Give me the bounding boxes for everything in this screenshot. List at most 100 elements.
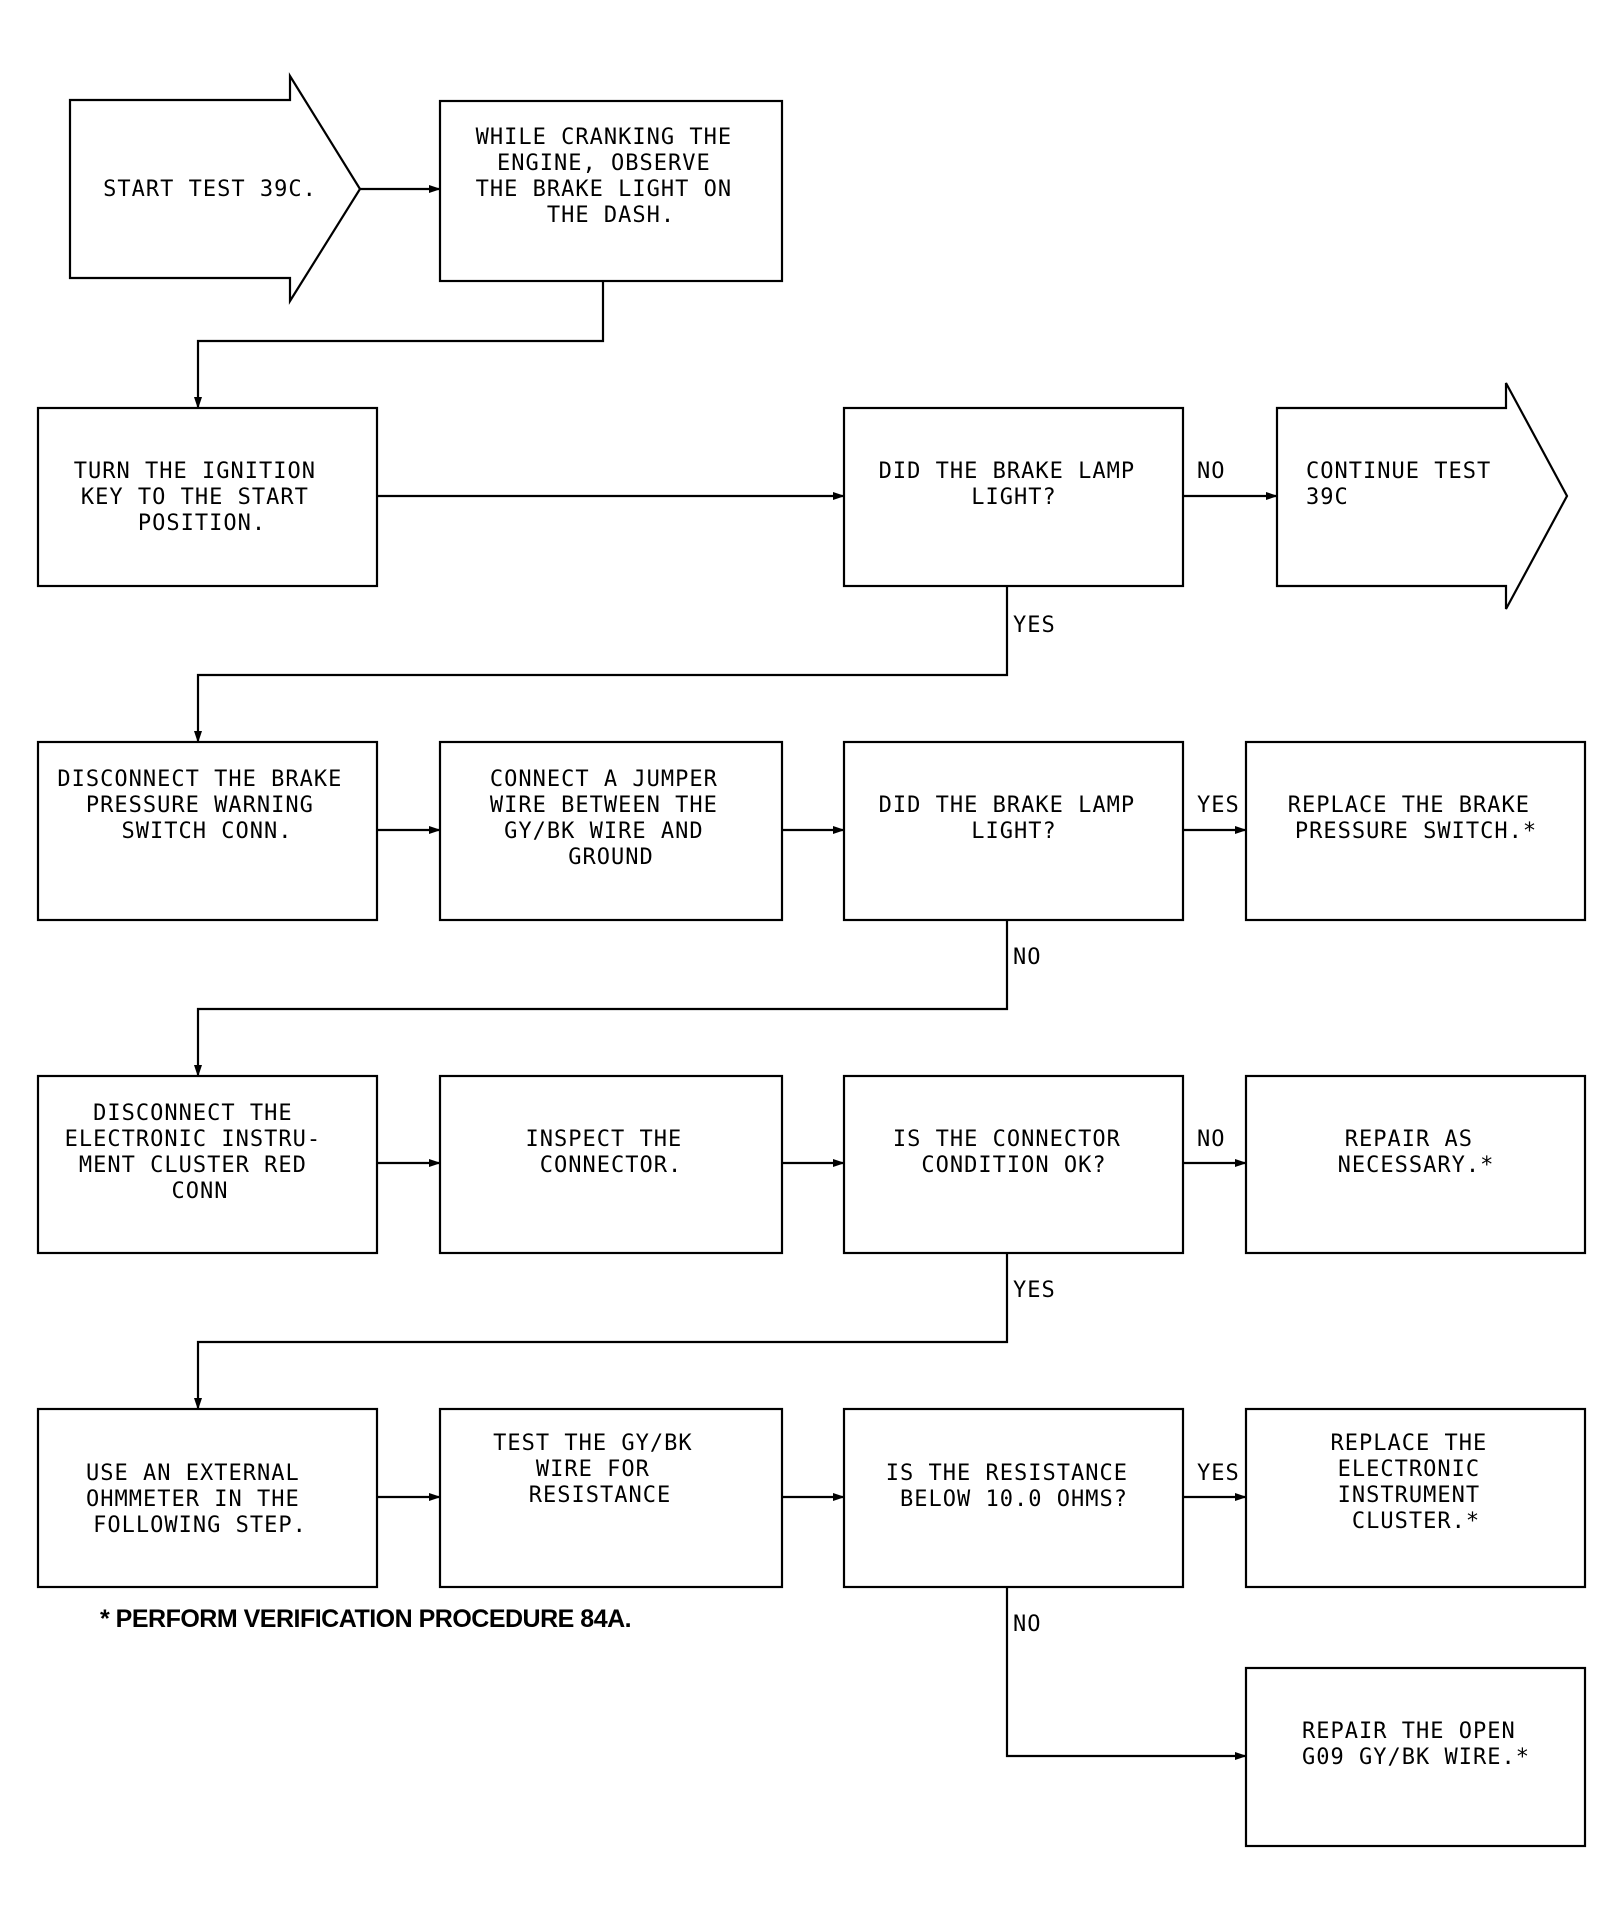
ohmmeter-text: USE AN EXTERNAL OHMMETER IN THE FOLLOWIN… <box>86 1461 314 1538</box>
node-line: THE BRAKE LIGHT ON <box>476 177 732 202</box>
inspect-box <box>438 1074 784 1255</box>
node-line: GY/BK WIRE AND <box>504 819 703 844</box>
node-line: FOLLOWING STEP. <box>93 1513 307 1538</box>
test-wire-text: TEST THE GY/BK WIRE FOR RESISTANCE <box>493 1431 707 1508</box>
ohmmeter-box <box>36 1407 379 1589</box>
node-line: IS THE RESISTANCE <box>886 1461 1128 1486</box>
crank-box <box>438 99 784 283</box>
node-line: ENGINE, OBSERVE <box>497 151 711 176</box>
edge-labels: NO YES YES NO NO YES YES NO <box>1013 459 1240 1637</box>
node-line: THE DASH. <box>547 203 675 228</box>
node-line: DID THE BRAKE LAMP <box>879 459 1135 484</box>
disconnect1-text: DISCONNECT THE BRAKE PRESSURE WARNING SW… <box>57 767 356 844</box>
edge-q3-yes <box>194 1253 1009 1410</box>
inspect-text: INSPECT THE CONNECTOR. <box>526 1127 697 1178</box>
label-q3-yes: YES <box>1013 1278 1056 1303</box>
node-line: G09 GY/BK WIRE.* <box>1302 1745 1530 1770</box>
node-line: ELECTRONIC <box>1338 1457 1480 1482</box>
disconnect1-box <box>36 740 379 922</box>
node-line: LIGHT? <box>971 819 1056 844</box>
replace-switch-box <box>1244 740 1587 922</box>
ignition-text: TURN THE IGNITION KEY TO THE START POSIT… <box>74 459 330 536</box>
node-line: CONN <box>172 1179 229 1204</box>
q1-box <box>842 406 1185 588</box>
node-line: WIRE BETWEEN THE <box>490 793 718 818</box>
node-line: CONTINUE TEST <box>1306 459 1491 484</box>
node-line: CONDITION OK? <box>921 1153 1106 1178</box>
node-line: REPAIR AS <box>1345 1127 1473 1152</box>
node-line: DID THE BRAKE LAMP <box>879 793 1135 818</box>
ignition-box <box>36 406 379 588</box>
q4-text: IS THE RESISTANCE BELOW 10.0 OHMS? <box>886 1461 1142 1512</box>
q1-text: DID THE BRAKE LAMP LIGHT? <box>879 459 1150 510</box>
label-q4-yes: YES <box>1197 1461 1240 1486</box>
repair-text: REPAIR AS NECESSARY.* <box>1338 1127 1495 1178</box>
node-line: IS THE CONNECTOR <box>893 1127 1121 1152</box>
node-line: WHILE CRANKING THE <box>476 125 732 150</box>
node-line: BELOW 10.0 OHMS? <box>900 1487 1128 1512</box>
footnote: * PERFORM VERIFICATION PROCEDURE 84A. <box>100 1605 631 1633</box>
q4-box <box>842 1407 1185 1589</box>
edge-q1-yes <box>194 586 1009 743</box>
jumper-box <box>438 740 784 922</box>
continue-arrow-shape <box>1275 382 1569 610</box>
node-line: SWITCH CONN. <box>122 819 293 844</box>
q3-text: IS THE CONNECTOR CONDITION OK? <box>893 1127 1135 1178</box>
node-line: DISCONNECT THE <box>93 1101 292 1126</box>
node-line: ELECTRONIC INSTRU- <box>65 1127 321 1152</box>
crank-text: WHILE CRANKING THE ENGINE, OBSERVE THE B… <box>476 125 747 228</box>
repair-open-box <box>1244 1666 1587 1848</box>
start-arrow-shape <box>68 72 362 305</box>
q2-box <box>842 740 1185 922</box>
node-line: PRESSURE WARNING <box>86 793 314 818</box>
start-text: START TEST 39C. <box>103 177 317 202</box>
node-line: KEY TO THE START <box>81 485 309 510</box>
node-line: REPAIR THE OPEN <box>1302 1719 1516 1744</box>
q2-text: DID THE BRAKE LAMP LIGHT? <box>879 793 1150 844</box>
node-line: CONNECTOR. <box>540 1153 682 1178</box>
disconnect2-box <box>36 1074 379 1255</box>
test-wire-box <box>438 1407 784 1589</box>
replace-switch-text: REPLACE THE BRAKE PRESSURE SWITCH.* <box>1288 793 1544 844</box>
node-line: DISCONNECT THE BRAKE <box>57 767 342 792</box>
connectors <box>194 185 1278 1760</box>
node-line: CONNECT A JUMPER <box>490 767 718 792</box>
label-q2-no: NO <box>1013 945 1042 970</box>
edge-q4-no <box>1005 1587 1247 1760</box>
node-line: INSPECT THE <box>526 1127 683 1152</box>
shapes <box>36 72 1587 1848</box>
replace-cluster-box <box>1244 1407 1587 1589</box>
node-line: REPLACE THE <box>1331 1431 1488 1456</box>
node-line: RESISTANCE <box>529 1483 671 1508</box>
edge-q2-no <box>194 920 1009 1077</box>
node-line: WIRE FOR <box>536 1457 650 1482</box>
node-line: OHMMETER IN THE <box>86 1487 300 1512</box>
node-line: CLUSTER.* <box>1352 1509 1480 1534</box>
node-line: USE AN EXTERNAL <box>86 1461 300 1486</box>
node-line: 39C <box>1306 485 1349 510</box>
edge-crank-to-ignition <box>194 281 605 409</box>
node-line: NECESSARY.* <box>1338 1153 1495 1178</box>
jumper-text: CONNECT A JUMPER WIRE BETWEEN THE GY/BK … <box>490 767 732 870</box>
label-q2-yes: YES <box>1197 793 1240 818</box>
node-line: INSTRUMENT <box>1338 1483 1480 1508</box>
label-q3-no: NO <box>1197 1127 1226 1152</box>
node-line: POSITION. <box>138 511 266 536</box>
node-line: GROUND <box>568 845 653 870</box>
node-line: TURN THE IGNITION <box>74 459 316 484</box>
q3-box <box>842 1074 1185 1255</box>
label-q1-yes: YES <box>1013 613 1056 638</box>
replace-cluster-text: REPLACE THE ELECTRONIC INSTRUMENT CLUSTE… <box>1331 1431 1502 1534</box>
continue-text: CONTINUE TEST 39C <box>1306 459 1505 510</box>
node-line: START TEST 39C. <box>103 177 317 202</box>
label-q1-no: NO <box>1197 459 1226 484</box>
node-line: PRESSURE SWITCH.* <box>1295 819 1537 844</box>
node-line: TEST THE GY/BK <box>493 1431 692 1456</box>
repair-open-text: REPAIR THE OPEN G09 GY/BK WIRE.* <box>1302 1719 1530 1770</box>
node-line: REPLACE THE BRAKE <box>1288 793 1530 818</box>
disconnect2-text: DISCONNECT THE ELECTRONIC INSTRU- MENT C… <box>65 1101 336 1204</box>
node-texts: START TEST 39C. WHILE CRANKING THE ENGIN… <box>57 125 1544 1770</box>
label-q4-no: NO <box>1013 1612 1042 1637</box>
repair-box <box>1244 1074 1587 1255</box>
